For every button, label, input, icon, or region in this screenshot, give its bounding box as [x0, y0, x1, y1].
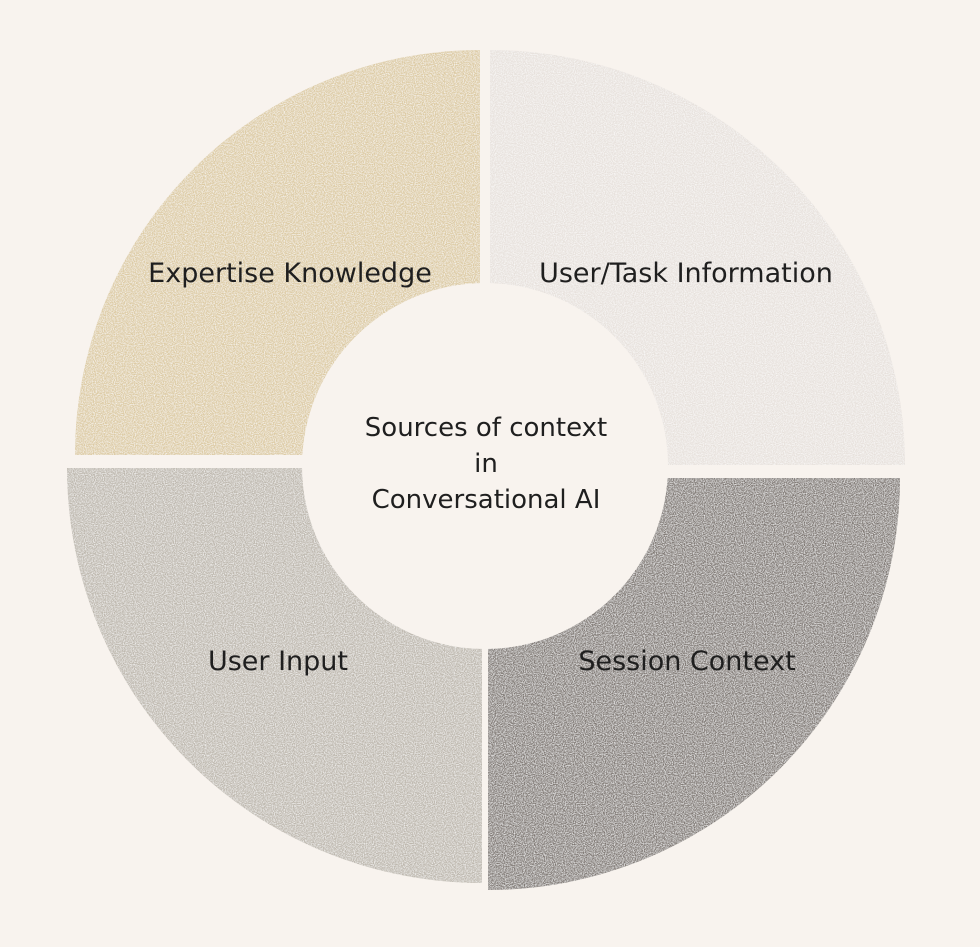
center-title-line-3: Conversational AI [372, 485, 601, 515]
label-expertise-knowledge: Expertise Knowledge [148, 258, 432, 289]
center-title-line-1: Sources of context [365, 413, 607, 443]
center-hole [302, 283, 668, 649]
label-user-task-information: User/Task Information [539, 258, 833, 289]
label-session-context: Session Context [578, 646, 795, 677]
center-title-line-2: in [474, 449, 498, 479]
label-user-input: User Input [208, 646, 348, 677]
